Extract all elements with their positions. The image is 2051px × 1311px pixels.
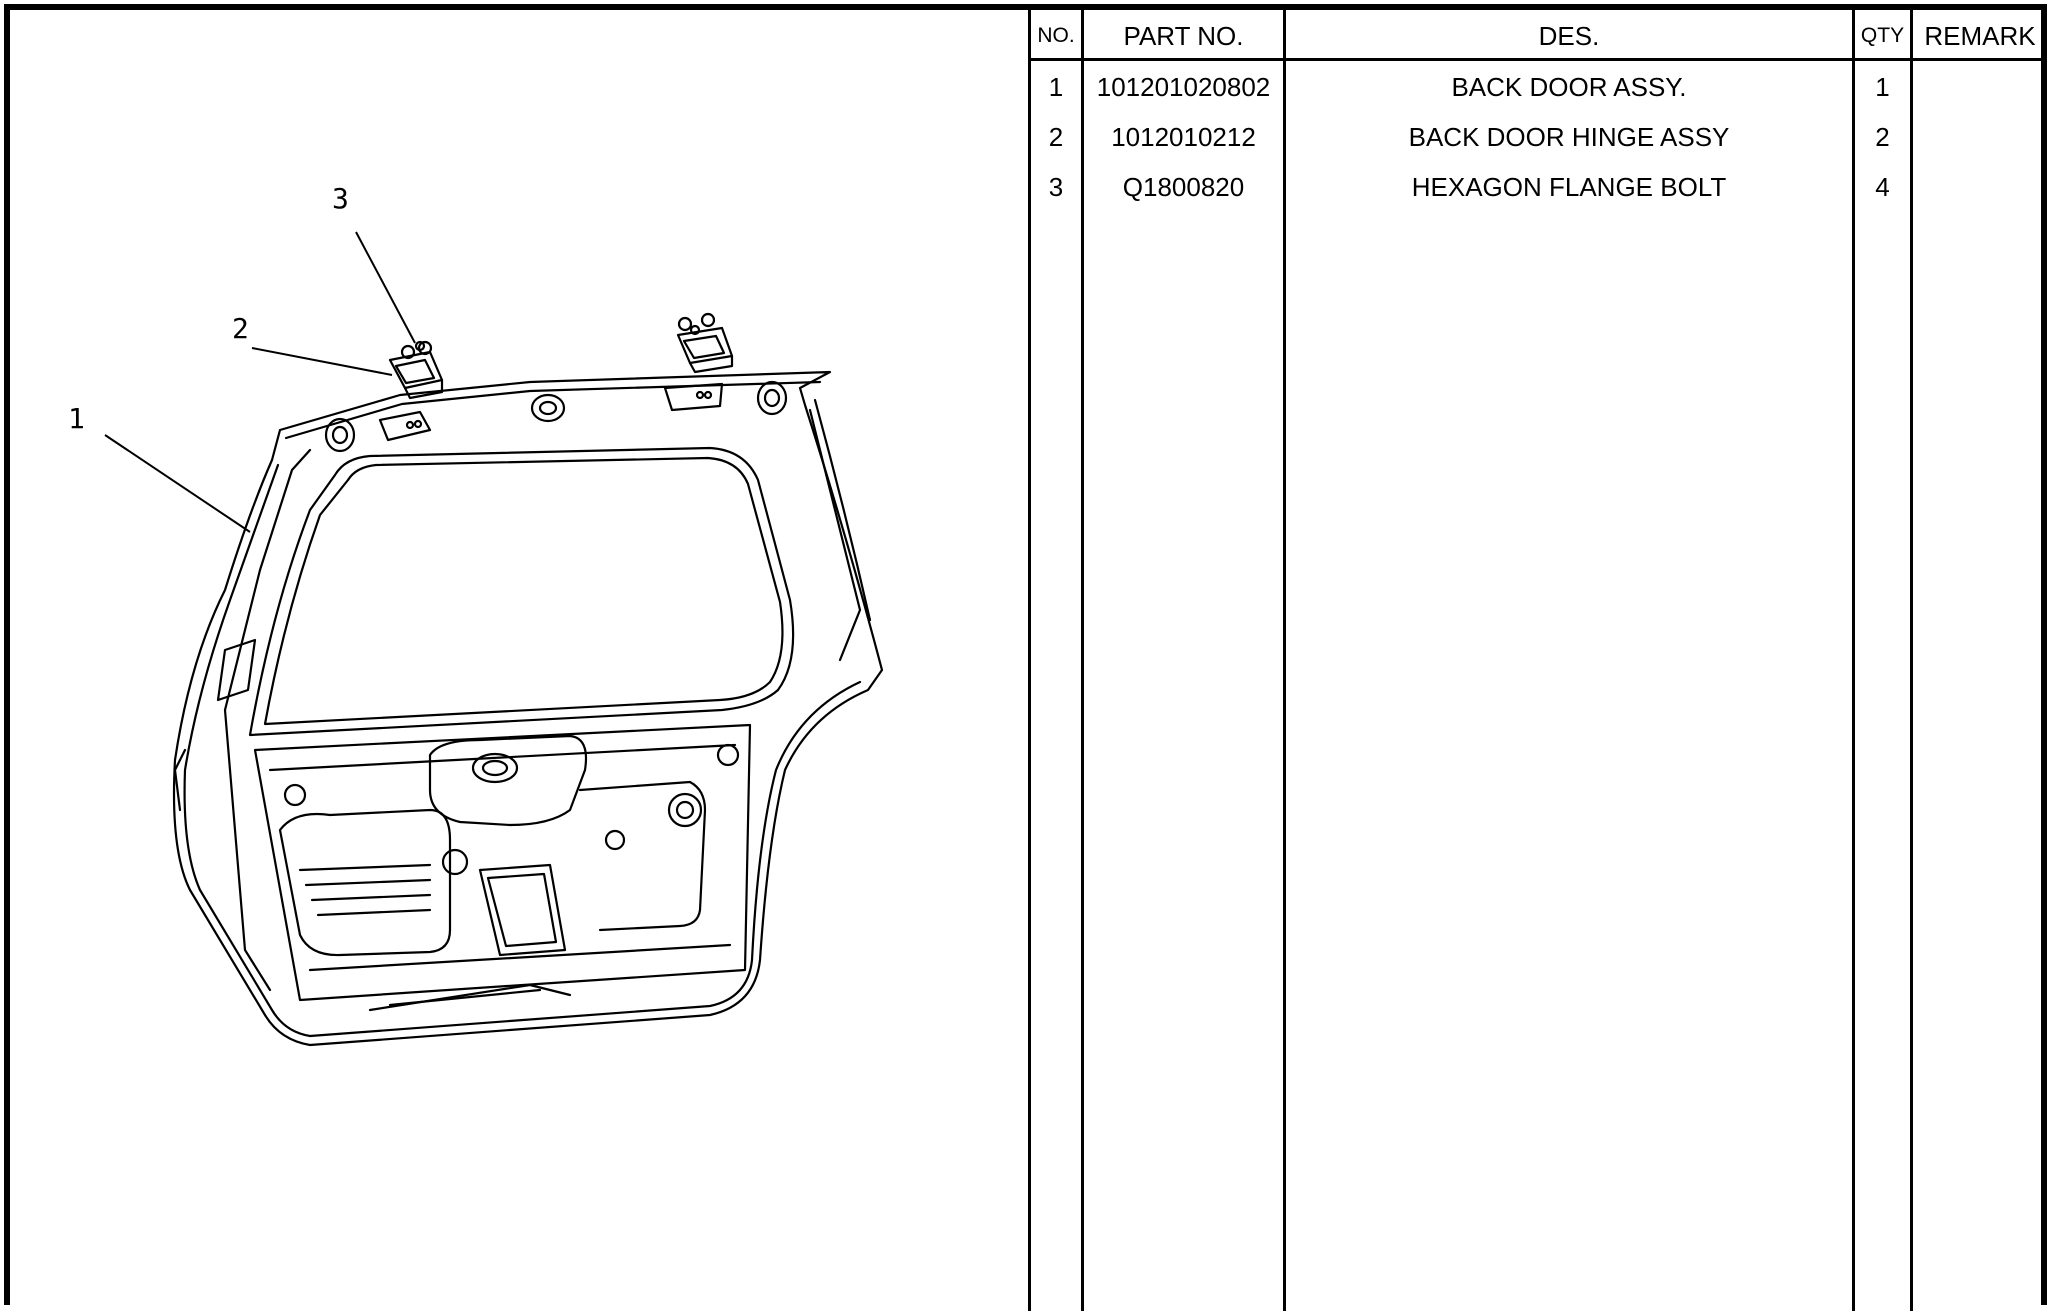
cell-qty: 2	[1875, 122, 1890, 152]
column-divider	[1081, 10, 1084, 1311]
column-divider	[1852, 10, 1855, 1311]
hinge-assembly-right	[676, 312, 734, 374]
header-divider	[1028, 58, 2047, 61]
column-divider	[1910, 10, 1913, 1311]
hinge-assembly-left	[388, 340, 444, 400]
exploded-view-diagram: 3 2 1	[10, 10, 1030, 1311]
header-qty: QTY	[1860, 24, 1905, 47]
cell-qty: 1	[1875, 72, 1890, 102]
column-divider	[1283, 10, 1286, 1311]
header-description: DES.	[1538, 21, 1600, 51]
leader-line-1	[104, 434, 251, 533]
header-part-no: PART NO.	[1123, 21, 1244, 51]
cell-qty: 4	[1875, 172, 1890, 202]
parts-list-table: NO. PART NO. DES. QTY REMARK 1 101201020…	[1028, 10, 2047, 1311]
leader-line-2	[251, 347, 393, 376]
back-door-illustration: 3 2 1	[68, 182, 884, 1047]
window-opening	[248, 446, 795, 737]
table-row: 1 101201020802 BACK DOOR ASSY. 1	[1028, 68, 2047, 118]
callout-1: 1	[68, 402, 85, 435]
drawing-frame: 3 2 1 NO. PART NO. DES. QTY REMARK 1 101…	[4, 4, 2047, 1311]
table-row: 3 Q1800820 HEXAGON FLANGE BOLT 4	[1028, 168, 2047, 218]
column-divider	[1028, 10, 1031, 1311]
back-door-outline	[172, 370, 884, 1047]
cell-part-no: 101201020802	[1096, 72, 1271, 102]
cell-description: HEXAGON FLANGE BOLT	[1411, 172, 1727, 202]
callout-2: 2	[232, 312, 249, 345]
cell-part-no: Q1800820	[1122, 172, 1245, 202]
header-remark: REMARK	[1924, 21, 2036, 51]
table-row: 2 1012010212 BACK DOOR HINGE ASSY 2	[1028, 118, 2047, 168]
callout-3: 3	[332, 182, 349, 215]
leader-line-3	[355, 231, 416, 344]
cell-no: 2	[1048, 122, 1064, 152]
cell-description: BACK DOOR ASSY.	[1451, 72, 1687, 102]
cell-description: BACK DOOR HINGE ASSY	[1408, 122, 1730, 152]
cell-no: 3	[1048, 172, 1064, 202]
cell-part-no: 1012010212	[1111, 122, 1256, 152]
cell-no: 1	[1048, 72, 1064, 102]
header-no: NO.	[1037, 24, 1075, 47]
